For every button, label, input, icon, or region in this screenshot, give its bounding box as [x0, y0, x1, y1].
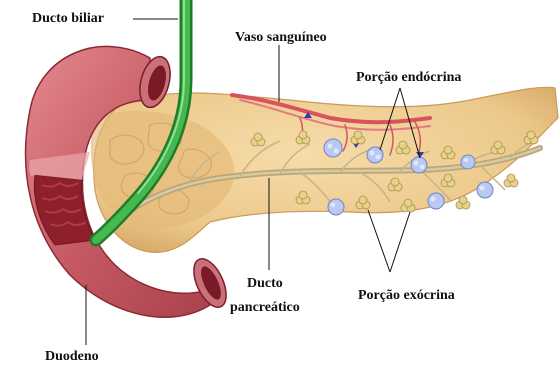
- label-pancreatic-duct-line2: pancreático: [230, 300, 300, 316]
- label-duodenum: Duodeno: [45, 349, 99, 365]
- leader-exocrine-1: [368, 210, 390, 272]
- label-bile-duct: Ducto biliar: [32, 11, 104, 27]
- label-exocrine-portion: Porção exócrina: [358, 288, 455, 304]
- leader-exocrine-2: [390, 212, 410, 272]
- label-endocrine-portion: Porção endócrina: [356, 70, 461, 86]
- label-blood-vessel: Vaso sanguíneo: [235, 30, 327, 46]
- label-pancreatic-duct-line1: Ducto: [247, 276, 283, 292]
